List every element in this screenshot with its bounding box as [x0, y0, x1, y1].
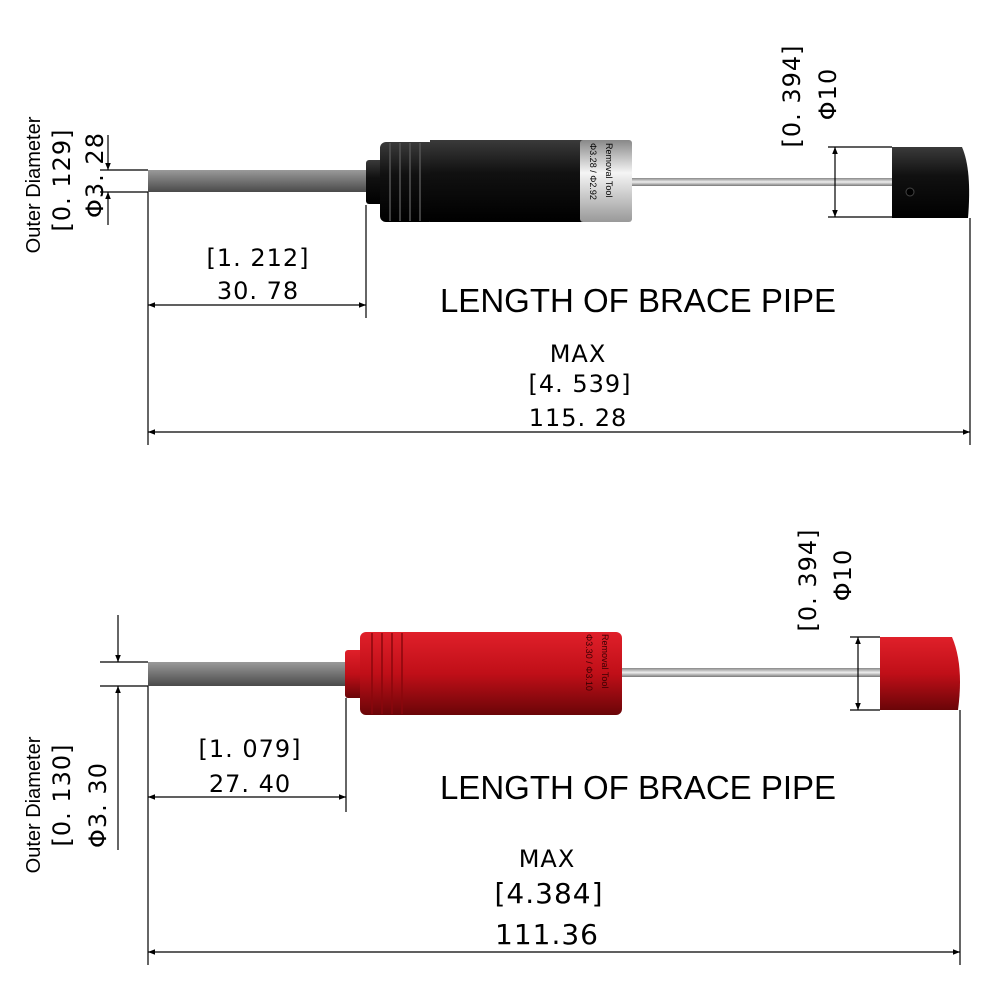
top-outer-diameter-label: Outer Diameter [23, 116, 45, 253]
top-handle-body [430, 140, 585, 222]
top-total-length-mm: 115. 28 [529, 404, 628, 432]
top-knob-diameter-mm: Φ10 [814, 68, 842, 120]
bottom-dimensions: Outer Diameter [0. 130] Φ3. 30 [1. 079] … [23, 528, 961, 965]
top-max-label: MAX [550, 340, 607, 368]
bottom-knob-diameter-mm: Φ10 [829, 549, 857, 601]
bottom-title: LENGTH OF BRACE PIPE [440, 769, 836, 806]
bottom-rod-length-mm: 27. 40 [209, 770, 291, 798]
bottom-outer-diameter-label: Outer Diameter [23, 736, 45, 873]
bottom-total-length-mm: 111.36 [495, 918, 599, 951]
top-handle-grip [380, 142, 435, 222]
top-knob-diameter-in: [0. 394] [778, 44, 806, 147]
bottom-handle-body [360, 632, 622, 715]
top-brace-pipe [148, 170, 368, 192]
bottom-tool: Removal Tool Φ3.30 / Φ3.10 [148, 632, 960, 715]
bottom-max-label: MAX [519, 845, 576, 873]
top-rod-length-in: [1. 212] [206, 244, 309, 272]
top-rod-length-mm: 30. 78 [217, 277, 299, 305]
top-outer-diameter-mm: Φ3. 28 [81, 132, 109, 218]
top-tool-label: Removal Tool [604, 143, 614, 197]
bottom-total-length-in: [4.384] [494, 877, 603, 910]
bottom-brace-pipe [148, 662, 348, 686]
bottom-knob [880, 637, 960, 710]
top-thin-rod [632, 178, 892, 186]
bottom-knob-diameter-in: [0. 394] [794, 528, 822, 631]
bottom-outer-diameter-in: [0. 130] [48, 743, 76, 846]
bottom-tool-label: Removal Tool [600, 634, 610, 688]
top-label-band [580, 140, 632, 222]
bottom-thin-rod [622, 668, 882, 677]
top-title: LENGTH OF BRACE PIPE [440, 282, 836, 319]
top-outer-diameter-in: [0. 129] [48, 128, 76, 231]
top-tool-size: Φ3.28 / Φ2.92 [588, 143, 598, 200]
top-dimensions: Outer Diameter [0. 129] Φ3. 28 [1. 212] … [23, 44, 971, 445]
bottom-rod-length-in: [1. 079] [198, 735, 301, 763]
bottom-tool-size: Φ3.30 / Φ3.10 [584, 634, 594, 691]
bottom-outer-diameter-mm: Φ3. 30 [84, 762, 112, 848]
top-knob [892, 147, 970, 218]
top-tool: Removal Tool Φ3.28 / Φ2.92 [148, 140, 970, 222]
top-total-length-in: [4. 539] [528, 370, 631, 398]
